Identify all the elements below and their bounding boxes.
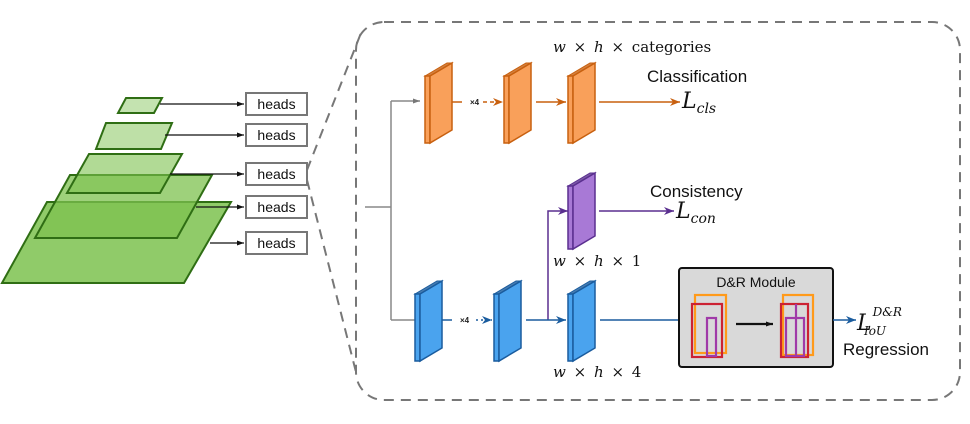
heads-label-1: heads (257, 96, 295, 112)
con-input-arrow (547, 207, 568, 320)
trunk-connector (365, 98, 420, 321)
heads-box-1[interactable] (245, 92, 308, 116)
cls-shape-label: w × h × categories (553, 38, 711, 56)
heads-box-3[interactable] (245, 162, 308, 186)
zoom-line-bottom (306, 179, 357, 373)
heads-label-2: heads (257, 127, 295, 143)
cls-conv-1 (423, 61, 454, 145)
slab-face (508, 61, 532, 145)
reg-conv-3 (566, 279, 597, 363)
zoom-outline (306, 21, 961, 401)
slab-top (566, 172, 597, 187)
cls-task-label: Classification (647, 67, 747, 86)
dr-box-purple-before (705, 316, 718, 358)
slab-top (566, 62, 597, 77)
reg-conv-2 (492, 279, 523, 363)
dr-box-orange-before (693, 293, 728, 355)
slab-face (419, 279, 443, 363)
reg-conv-1 (413, 279, 444, 363)
pyramid-level-5 (116, 97, 164, 114)
dashed-detail-panel (355, 21, 961, 401)
dr-module-box (678, 267, 834, 368)
reg-repeat-label: ×4 (460, 316, 470, 325)
slab-face (429, 61, 453, 145)
slab-top (566, 280, 597, 295)
slab-face (498, 279, 522, 363)
con-loss-label: Lcon (675, 199, 716, 227)
dr-module: D&R Module (678, 267, 834, 368)
classification-branch: ×4 w × h × categories Classification Lcl… (423, 38, 747, 145)
con-conv (566, 171, 597, 251)
heads-label-3: heads (257, 166, 295, 182)
pyramid-level-4 (94, 122, 174, 150)
heads-column: heads heads heads heads heads (160, 92, 308, 255)
dr-module-title: D&R Module (716, 274, 796, 290)
slab-top (413, 280, 444, 295)
cls-conv-2 (502, 61, 533, 145)
pyramid-level-3 (65, 153, 184, 194)
consistency-branch: w × h × 1 Consistency Lcon (547, 171, 743, 320)
dr-before-boxes (690, 293, 728, 359)
slab-top (423, 62, 454, 77)
heads-label-5: heads (257, 235, 295, 251)
cls-loss-label: Lcls (681, 89, 716, 117)
cls-conv-3 (566, 61, 597, 145)
slab-top (502, 62, 533, 77)
heads-box-4[interactable] (245, 195, 308, 219)
feature-pyramid (0, 97, 233, 284)
reg-task-label: Regression (843, 340, 929, 359)
slab-face (572, 61, 596, 145)
con-task-label: Consistency (650, 182, 743, 201)
slab-face (572, 279, 596, 363)
reg-shape-label: w × h × 4 (553, 363, 641, 381)
dr-after-boxes (779, 293, 815, 359)
cls-repeat-label: ×4 (470, 98, 480, 107)
con-shape-label: w × h × 1 (553, 252, 641, 270)
slab-top (492, 280, 523, 295)
heads-label-4: heads (257, 199, 295, 215)
regression-branch: ×4 w × h × 4 (413, 279, 679, 381)
zoom-line-top (306, 32, 362, 171)
heads-box-5[interactable] (245, 231, 308, 255)
heads-box-2[interactable] (245, 123, 308, 147)
